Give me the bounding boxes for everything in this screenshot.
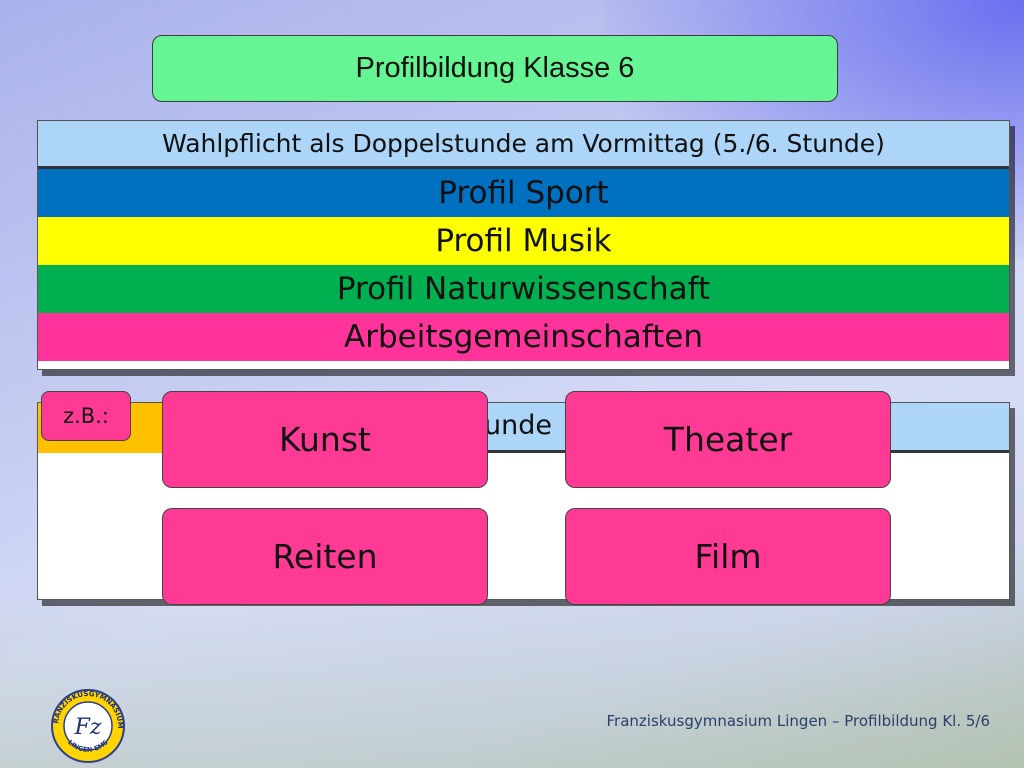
- example-tag: z.B.:: [41, 391, 131, 441]
- band-arbeitsgemeinschaften: Arbeitsgemeinschaften: [38, 313, 1009, 361]
- background-footer-gradient: [0, 588, 1024, 768]
- example-kunst: Kunst: [162, 391, 488, 488]
- footer-text: Franziskusgymnasium Lingen – Profilbildu…: [606, 712, 990, 730]
- wahlpflicht-panel: Wahlpflicht als Doppelstunde am Vormitta…: [37, 120, 1010, 370]
- example-film: Film: [565, 508, 891, 605]
- school-logo: FRANZISKUSGYMNASIUM LINGEN-EMS Fz: [50, 688, 125, 763]
- example-theater: Theater: [565, 391, 891, 488]
- wahlpflicht-header: Wahlpflicht als Doppelstunde am Vormitta…: [38, 121, 1009, 169]
- logo-emblem: Fz: [74, 715, 102, 740]
- band-profil-musik: Profil Musik: [38, 217, 1009, 265]
- band-profil-naturwissenschaft: Profil Naturwissenschaft: [38, 265, 1009, 313]
- example-reiten: Reiten: [162, 508, 488, 605]
- ag-panel-header-text: unde: [484, 410, 552, 441]
- band-profil-sport: Profil Sport: [38, 169, 1009, 217]
- page-title: Profilbildung Klasse 6: [152, 35, 838, 102]
